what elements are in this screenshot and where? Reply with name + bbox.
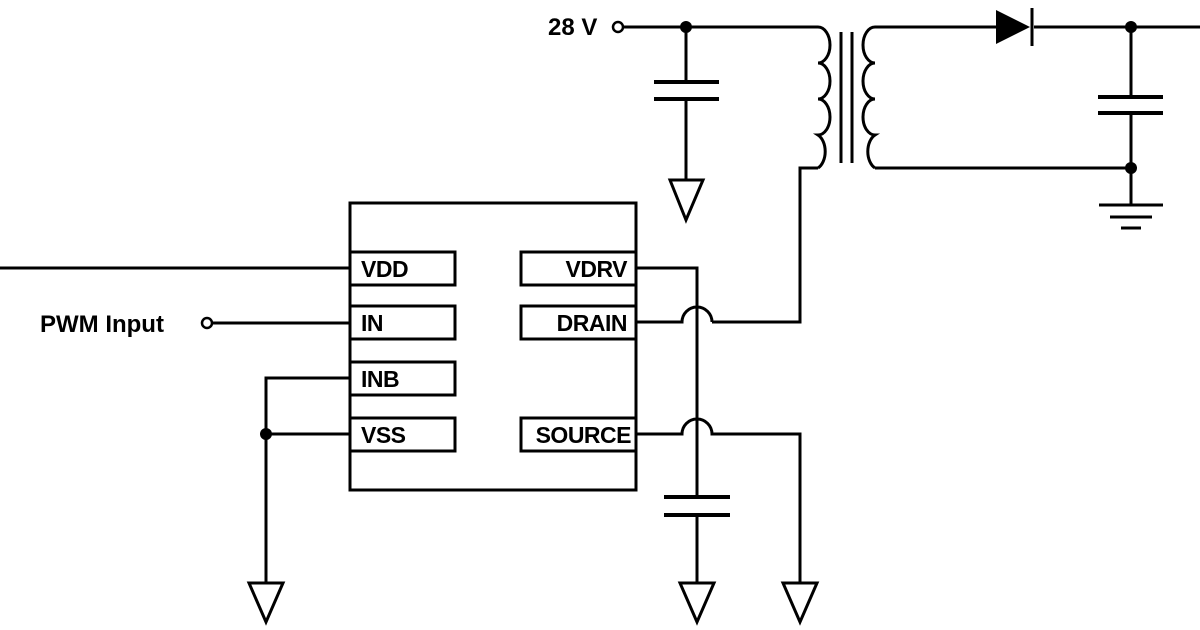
pin-label-vdd: VDD	[361, 256, 408, 282]
pin-box-vdrv	[519, 250, 638, 287]
vdrv-wire	[636, 266, 699, 583]
transformer-core	[839, 32, 854, 163]
vdrv-cap-ground-icon	[677, 581, 717, 626]
transformer	[712, 25, 881, 324]
output-capacitor	[1098, 95, 1163, 115]
vdrv-capacitor	[664, 495, 730, 517]
inb-wire	[264, 376, 350, 583]
pin-box-in	[348, 304, 457, 341]
source-wire-crossover	[636, 417, 802, 583]
pin-box-inb	[348, 360, 457, 397]
output-diode	[996, 10, 1030, 44]
pin-label-source: SOURCE	[536, 422, 632, 448]
pin-label-vdrv: VDRV	[566, 256, 629, 282]
supply-cap-ground	[667, 178, 706, 224]
secondary-output	[875, 8, 1200, 230]
input-side: PWM Input	[0, 266, 350, 626]
primary-to-drain-wire	[712, 166, 818, 324]
pin-box-vdd	[348, 250, 457, 287]
pwm-input-terminal	[200, 316, 214, 330]
supply-terminal	[611, 20, 625, 34]
pin-label-in: IN	[361, 310, 383, 336]
primary-winding	[812, 25, 832, 170]
secondary-winding	[861, 25, 881, 170]
chassis-ground-icon	[1099, 203, 1163, 230]
output-junction-bottom	[1125, 162, 1137, 174]
pin-label-drain: DRAIN	[557, 310, 627, 336]
pin-box-drain	[519, 304, 638, 341]
vss-junction	[260, 428, 272, 440]
pin-box-source	[519, 416, 638, 453]
pin-label-inb: INB	[361, 366, 399, 392]
pin-label-vss: VSS	[361, 422, 406, 448]
vss-ground-icon	[246, 581, 286, 626]
drain-wire-crossover	[636, 305, 714, 324]
pin-box-vss	[348, 416, 457, 453]
supply-label: 28 V	[548, 14, 597, 41]
driver-chip: VDD IN INB VSS VDRV DRAIN SOURCE	[348, 201, 638, 492]
source-ground-icon	[780, 581, 820, 626]
output-side	[636, 266, 820, 626]
supply-rail: 28 V	[548, 14, 818, 224]
pwm-input-label: PWM Input	[40, 311, 164, 338]
supply-capacitor	[654, 80, 719, 101]
